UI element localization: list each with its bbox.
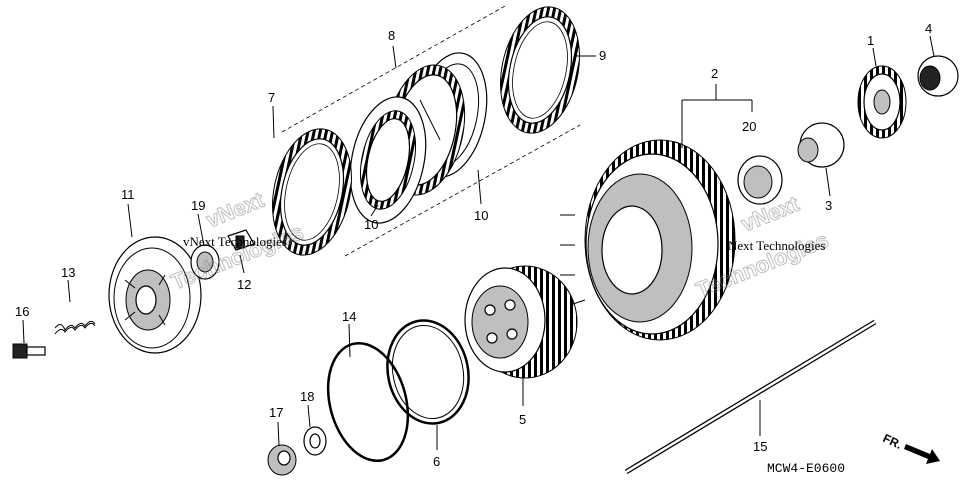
friction-disc-9 (500, 6, 580, 134)
callout-15: 15 (753, 439, 767, 454)
callout-1: 1 (867, 33, 874, 48)
o-ring-6 (386, 319, 470, 425)
watermark-outline-1: vNext (203, 187, 269, 233)
callout-8: 8 (388, 28, 395, 43)
bearing-19 (190, 244, 220, 280)
callout-12: 12 (237, 277, 251, 292)
callout-14: 14 (342, 309, 356, 324)
callout-16: 16 (15, 304, 29, 319)
callout-18: 18 (300, 389, 314, 404)
lifter-piece-12 (227, 229, 255, 251)
clutch-center-5 (464, 265, 578, 379)
front-direction-arrow-icon (904, 444, 940, 464)
callout-11: 11 (121, 187, 135, 202)
pressure-plate-11 (108, 236, 202, 354)
callout-20: 20 (742, 119, 756, 134)
clutch-outer-2 (560, 139, 736, 341)
front-direction-indicator: FR. (881, 431, 940, 464)
callout-6: 6 (433, 454, 440, 469)
friction-disc-7 (272, 128, 352, 256)
front-direction-label: FR. (881, 431, 904, 452)
plate-stack-outline (281, 5, 581, 257)
callout-labels: 1 2 3 4 5 6 7 8 9 10 10 11 12 13 14 15 1… (15, 21, 932, 469)
watermark-text-left: vNext Technologies (183, 234, 287, 249)
callout-2: 2 (711, 66, 718, 81)
sprocket-1 (857, 65, 907, 139)
bolt-16 (12, 343, 46, 359)
callout-5: 5 (519, 412, 526, 427)
callout-19: 19 (191, 198, 205, 213)
callout-10-rear: 10 (474, 208, 488, 223)
collar-3 (797, 122, 845, 168)
lock-nut-17 (267, 444, 297, 476)
callout-4: 4 (925, 21, 932, 36)
needle-bearing-20 (737, 155, 783, 205)
spring-13 (54, 320, 96, 335)
callout-7: 7 (268, 90, 275, 105)
callout-17: 17 (269, 405, 283, 420)
bushing-4 (917, 55, 959, 97)
callout-13: 13 (61, 265, 75, 280)
leader-lines (22, 35, 935, 450)
diagram-code: MCW4-E0600 (767, 461, 845, 476)
callout-10-front: 10 (364, 217, 378, 232)
clutch-plate-10-front (349, 96, 427, 224)
callout-9: 9 (599, 48, 606, 63)
push-rod-15 (624, 319, 877, 475)
washer-18 (303, 426, 327, 456)
o-ring-14 (326, 341, 410, 463)
watermark-text-right: Next Technologies (728, 238, 825, 253)
callout-3: 3 (825, 198, 832, 213)
